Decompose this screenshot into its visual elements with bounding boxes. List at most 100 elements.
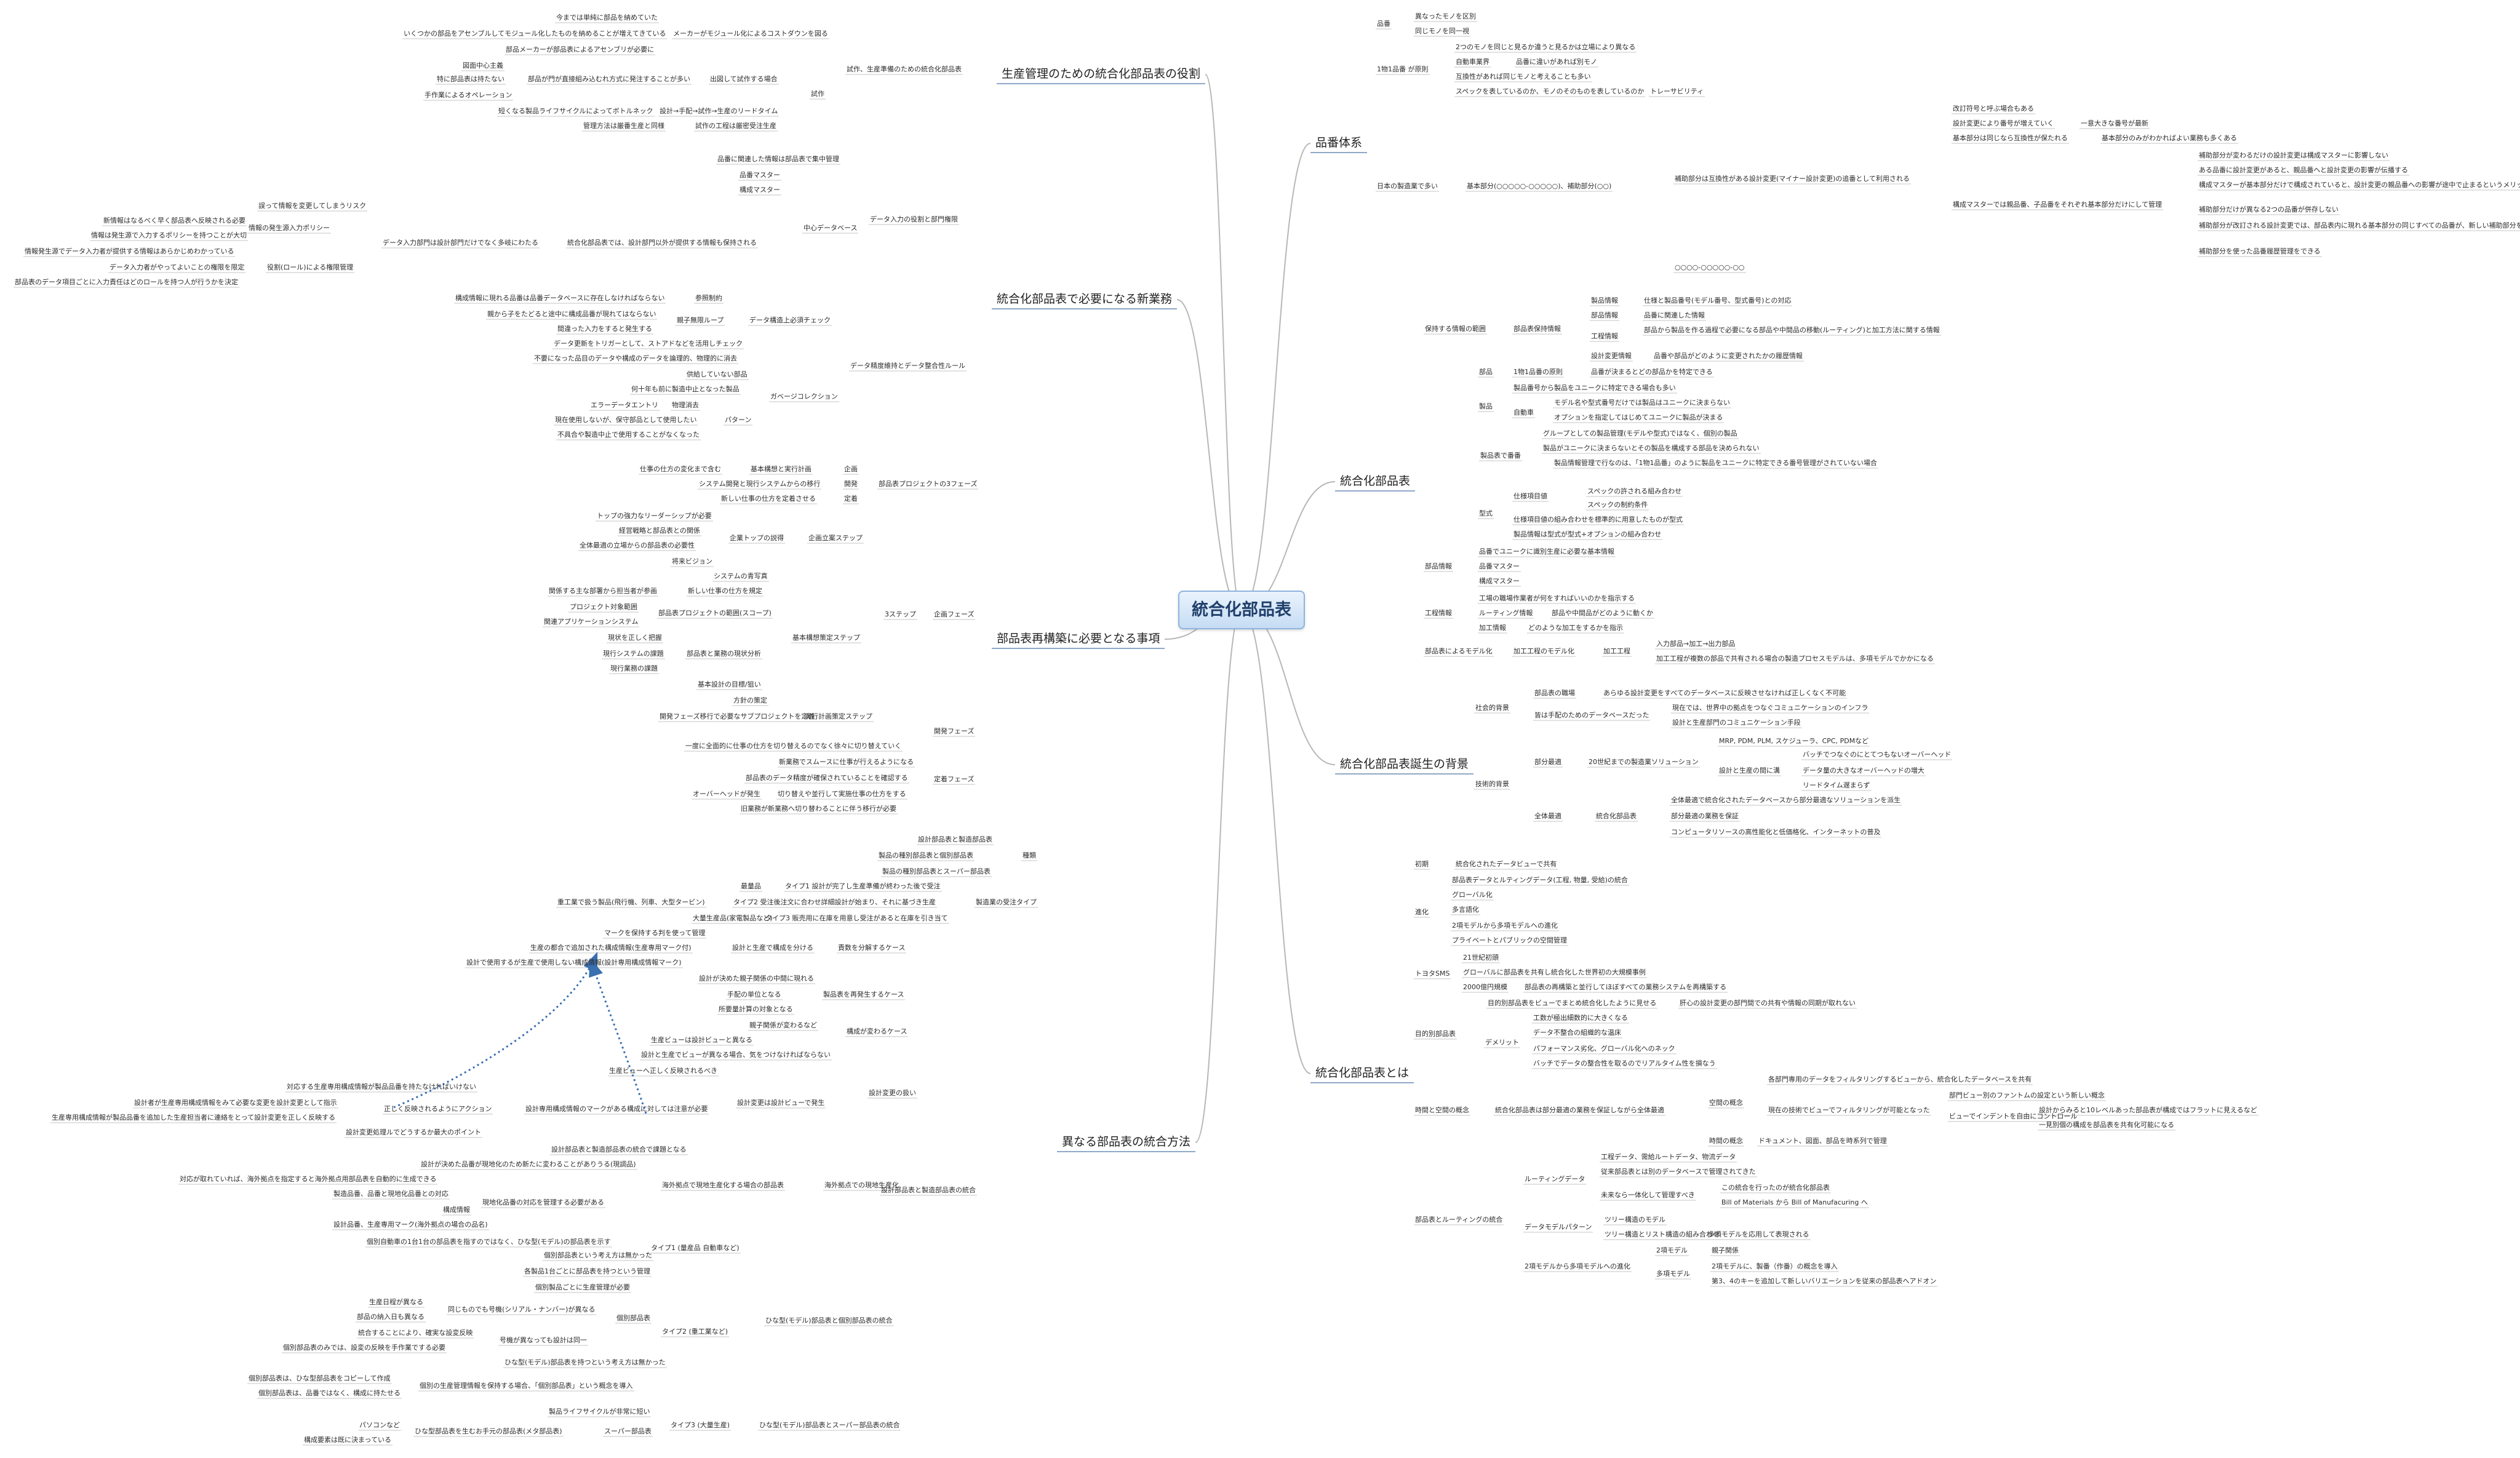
- topic[interactable]: 全体最適の立場からの部品表の必要性: [580, 541, 695, 549]
- topic[interactable]: 開発フェーズ移行で必要なサブプロジェクトを定義: [660, 712, 815, 720]
- topic[interactable]: 企画フェーズ: [934, 610, 975, 618]
- topic[interactable]: 統合化されたデータビューで共有: [1456, 860, 1557, 868]
- topic[interactable]: 2項モデル: [1656, 1246, 1688, 1254]
- topic[interactable]: 品番に違いがあれば別モノ: [1516, 58, 1597, 66]
- topic[interactable]: 工数が極出細数的に大きくなる: [1533, 1014, 1628, 1022]
- topic[interactable]: 個別製品ごとに生産管理が必要: [535, 1283, 630, 1291]
- topic[interactable]: オプションを指定してはじめてユニークに製品が決まる: [1554, 413, 1723, 421]
- topic[interactable]: 製品の種別部品表と個別部品表: [879, 851, 973, 859]
- topic[interactable]: スペックを表しているのか、モノのそのものを表しているのか: [1456, 87, 1645, 95]
- topic[interactable]: 情報は発生源で入力するポリシーを持つことが大切: [91, 231, 247, 239]
- topic[interactable]: 部品表データとルティングデータ(工程, 物量, 受給)の統合: [1452, 876, 1628, 884]
- topic[interactable]: タイプ3 (大量生産): [671, 1421, 730, 1429]
- topic[interactable]: 部分最適: [1534, 758, 1561, 766]
- topic[interactable]: いくつかの部品をアセンブルしてモジュール化したものを納めることが増えてきている: [404, 30, 666, 38]
- topic[interactable]: 品番に関連した情報は部品表で集中管理: [717, 155, 839, 163]
- central-topic[interactable]: 統合化部品表: [1178, 591, 1305, 630]
- topic[interactable]: 誤って情報を変更してしまうリスク: [258, 202, 367, 210]
- topic[interactable]: 補助部分が改訂される設計変更では、部品表内に現れる基本部分の同じすべての品番が、…: [2199, 221, 2520, 229]
- topic[interactable]: 基本部分(○○○○○-○○○○○)、補助部分(○○): [1467, 182, 1612, 190]
- topic[interactable]: 加工工程が複数の部品で共有される場合の製造プロセスモデルは、多項モデルでかかにな…: [1656, 655, 1934, 663]
- topic[interactable]: 試作: [811, 90, 824, 98]
- topic[interactable]: 切り替えや並行して実施仕事の仕方をする: [778, 790, 906, 798]
- topic[interactable]: 製造業の受注タイプ: [976, 898, 1037, 906]
- topic[interactable]: 設計変更処理ルでどうするか最大のポイント: [346, 1128, 481, 1136]
- topic[interactable]: 設計者が生産専用構成情報をみて必要な変更を設計変更として指示: [134, 1099, 337, 1107]
- topic[interactable]: 設計が決めた親子関係の中間に現れる: [699, 974, 814, 982]
- topic[interactable]: 個別部品表という考え方は無かった: [544, 1251, 652, 1259]
- branch-what-is[interactable]: 統合化部品表とは: [1315, 1066, 1410, 1080]
- topic[interactable]: 製品の種別部品表とスーパー部品表: [882, 867, 991, 875]
- topic[interactable]: 空間の概念: [1709, 1099, 1743, 1107]
- branch-part-numbering[interactable]: 品番体系: [1315, 136, 1363, 149]
- topic[interactable]: 設計変更により番号が増えていく: [1953, 119, 2054, 127]
- topic[interactable]: 部品表のデータ項目ごとに入力責任はどのロールを持つ人が行うかを決定: [15, 278, 238, 286]
- topic[interactable]: 関係する主な部署から担当者が参画: [549, 587, 657, 595]
- topic[interactable]: 加工工程: [1603, 647, 1630, 655]
- topic[interactable]: 部品表のデータ精度が確保されていることを確認する: [746, 774, 908, 782]
- topic[interactable]: トレーサビリティ: [1650, 87, 1704, 95]
- topic[interactable]: 将来ビジョン: [672, 557, 712, 565]
- topic[interactable]: 改訂符号と呼ぶ場合もある: [1953, 105, 2034, 113]
- topic[interactable]: 対応する生産専用構成情報が製品品番を持たなければいけない: [287, 1083, 476, 1091]
- topic[interactable]: 製品表を再発生するケース: [823, 990, 904, 998]
- topic[interactable]: 2項モデルから多項モデルへの進化: [1525, 1262, 1630, 1270]
- topic[interactable]: 部品表によるモデル化: [1425, 647, 1493, 655]
- topic[interactable]: 設計部品表と製造部品表の統合で課題となる: [551, 1145, 687, 1153]
- topic[interactable]: 手配の単位となる: [727, 990, 781, 998]
- topic[interactable]: 方針の策定: [733, 696, 767, 704]
- topic[interactable]: 目的別部品表: [1415, 1030, 1456, 1038]
- topic[interactable]: 一意大きな番号が最新: [2081, 119, 2148, 127]
- topic[interactable]: トップの強力なリーダーシップが必要: [597, 512, 712, 520]
- topic[interactable]: データ不整合の組織的な温床: [1533, 1029, 1621, 1037]
- topic[interactable]: 同じものでも号機(シリアル・ナンバー)が異なる: [448, 1305, 596, 1313]
- topic[interactable]: 企画立案ステップ: [808, 534, 863, 542]
- topic[interactable]: 情報発生源でデータ入力者が提供する情報はあらかじめわかっている: [25, 247, 234, 255]
- topic[interactable]: 基本部分は同じなら互換性が保たれる: [1953, 134, 2068, 142]
- topic[interactable]: 品番: [1377, 20, 1390, 28]
- topic[interactable]: パソコンなど: [359, 1421, 400, 1429]
- topic[interactable]: 生産ビューへ正しく反映されるべき: [609, 1067, 717, 1075]
- branch-background[interactable]: 統合化部品表誕生の背景: [1340, 757, 1469, 771]
- topic[interactable]: 最量品: [741, 882, 761, 890]
- topic[interactable]: 生産専用構成情報が製品品番を追加した生産担当者に連絡をとって設計変更を正しく反映…: [52, 1113, 336, 1121]
- topic[interactable]: 工程情報: [1425, 609, 1452, 617]
- topic[interactable]: 時間と空間の概念: [1415, 1106, 1469, 1114]
- topic[interactable]: 供給していない部品: [687, 370, 748, 378]
- topic[interactable]: 2000億円規模: [1463, 983, 1507, 991]
- topic[interactable]: ひな型(モデル)部品表とスーパー部品表の統合: [759, 1421, 900, 1429]
- topic[interactable]: 個別部品表のみでは、設変の反映を手作業でする必要: [283, 1344, 445, 1352]
- topic[interactable]: 構成マスター: [740, 186, 780, 194]
- topic[interactable]: 一見別個の構成を部品表を共有化可能になる: [2039, 1121, 2174, 1129]
- topic[interactable]: 設計変更は設計ビューで発生: [737, 1099, 825, 1107]
- topic[interactable]: 生産ビューは設計ビューと異なる: [651, 1036, 752, 1044]
- topic[interactable]: 品番マスター: [740, 171, 780, 179]
- topic[interactable]: データ入力の役割と部門権限: [870, 215, 958, 223]
- topic[interactable]: 型式: [1479, 509, 1493, 517]
- topic[interactable]: 現在の技術でビューでフィルタリングが可能となった: [1768, 1106, 1930, 1114]
- topic[interactable]: システムの青写真: [714, 572, 768, 580]
- topic[interactable]: 間違った入力をすると発生する: [557, 325, 652, 333]
- topic[interactable]: この統合を行ったのが統合化部品表: [1721, 1184, 1830, 1192]
- topic[interactable]: 設計部品表と製造部品表: [918, 835, 992, 843]
- topic[interactable]: 部品が門が直接組み込むれ方式に発注することが多い: [528, 75, 690, 83]
- topic[interactable]: 開発フェーズ: [934, 727, 975, 735]
- topic[interactable]: バッチでつなぐのにとてつもないオーバーヘッド: [1803, 751, 1952, 759]
- topic[interactable]: 製品ライフサイクルが非常に短い: [549, 1408, 650, 1416]
- topic[interactable]: ツリー構造のモデル: [1605, 1216, 1665, 1224]
- topic[interactable]: 製品情報: [1591, 297, 1618, 305]
- topic[interactable]: 加工情報: [1479, 624, 1506, 632]
- topic[interactable]: 一度に全面的に仕事の仕方を切り替えるのでなく徐々に切り替えていく: [685, 742, 902, 750]
- topic[interactable]: 部品表の再構築と並行してほぼすべての業務システムを再構築する: [1525, 983, 1727, 991]
- topic[interactable]: 企画: [844, 465, 858, 473]
- topic[interactable]: 現行システムの課題: [603, 650, 664, 658]
- topic[interactable]: 全体最適で統合化されたデータベースから部分最適なソリューションを派生: [1671, 796, 1901, 804]
- topic[interactable]: Bill of Materials から Bill of Manufacurin…: [1721, 1198, 1868, 1206]
- topic[interactable]: 品番マスター: [1479, 562, 1520, 570]
- topic[interactable]: 現行業務の課題: [610, 664, 658, 672]
- topic[interactable]: 出図して試作する場合: [710, 75, 778, 83]
- topic[interactable]: 基本構想と実行計画: [751, 465, 811, 473]
- topic[interactable]: 1物1品番の原則: [1513, 368, 1563, 376]
- topic[interactable]: 大量生産品(家電製品など): [693, 914, 773, 922]
- topic[interactable]: 現状を正しく把握: [608, 634, 662, 642]
